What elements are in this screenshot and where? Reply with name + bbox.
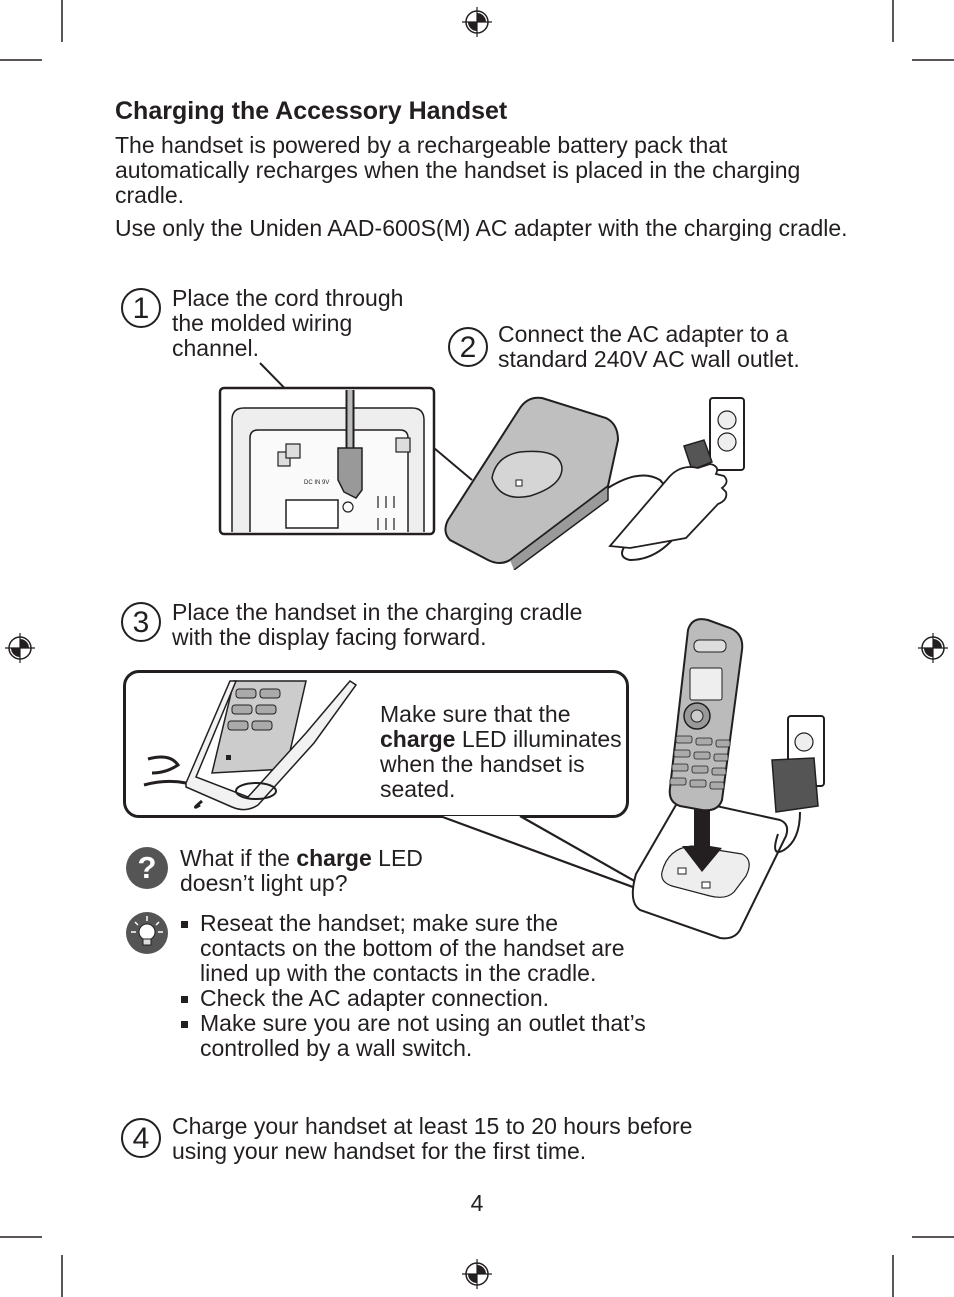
step-1-text: Place the cord through the molded wiring… xyxy=(172,285,404,361)
registration-mark-right xyxy=(918,633,948,663)
page-number: 4 xyxy=(470,1190,484,1216)
charge-led-label: charge xyxy=(380,726,456,752)
question-icon: ? xyxy=(126,847,168,889)
adapter-note: Use only the Uniden AAD-600S(M) AC adapt… xyxy=(115,215,848,241)
list-item: Reseat the handset; make sure the contac… xyxy=(180,911,650,986)
lightbulb-tip-icon xyxy=(126,912,168,954)
list-item: Make sure you are not using an outlet th… xyxy=(180,1011,650,1061)
intro-paragraph: The handset is powered by a rechargeable… xyxy=(115,132,801,208)
step-3-number: 3 xyxy=(121,602,161,642)
led-callout-text: Make sure that the charge LED illuminate… xyxy=(380,701,622,802)
page-title: Charging the Accessory Handset xyxy=(115,97,508,125)
registration-mark-top xyxy=(462,7,492,37)
dc-in-label: DC IN 9V xyxy=(304,480,329,486)
step-4-number: 4 xyxy=(121,1118,161,1158)
handset-in-cradle-illustration xyxy=(440,618,825,940)
registration-mark-left xyxy=(5,633,35,663)
step-2-text: Connect the AC adapter to a standard 240… xyxy=(498,321,800,372)
question-text: What if the charge LED doesn’t light up? xyxy=(180,845,423,896)
registration-mark-bottom xyxy=(462,1259,492,1289)
step-3-text: Place the handset in the charging cradle… xyxy=(172,599,583,650)
list-item: Check the AC adapter connection. xyxy=(180,986,650,1011)
step-4-text: Charge your handset at least 15 to 20 ho… xyxy=(172,1113,693,1164)
cradle-wiring-illustration: DC IN 9V xyxy=(218,362,745,570)
step-2-number: 2 xyxy=(448,327,488,367)
troubleshooting-list: Reseat the handset; make sure the contac… xyxy=(180,911,650,1061)
step-1-number: 1 xyxy=(121,288,161,328)
cradle-closeup-illustration xyxy=(143,680,358,811)
